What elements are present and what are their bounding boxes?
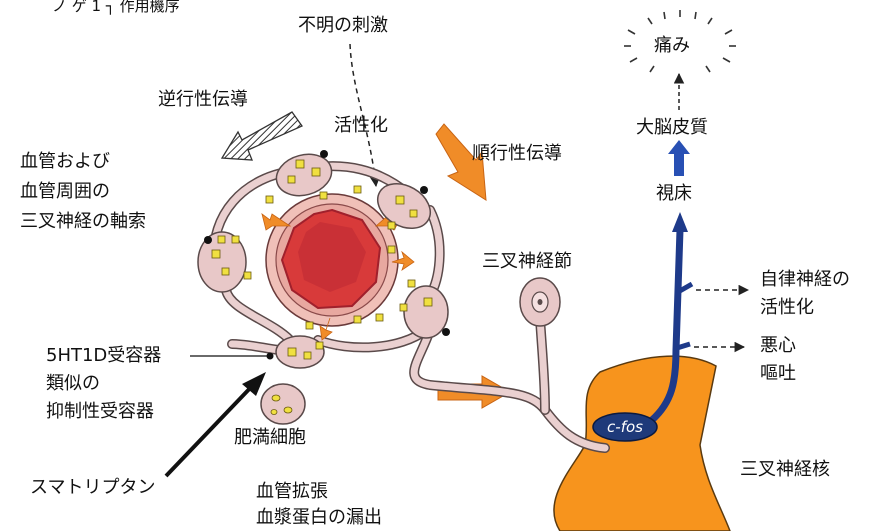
ganglion-nucleolus <box>538 299 543 305</box>
sumatriptan-label: スマトリプタン <box>30 476 155 500</box>
vascular-nerve-label-3: 三叉神経の軸索 <box>20 210 146 234</box>
vasodilation-label-1: 血管拡張 <box>256 480 328 504</box>
antidromic-label: 逆行性伝導 <box>158 88 248 112</box>
activation-label: 活性化 <box>334 114 388 138</box>
trigeminal-ganglion-label: 三叉神経節 <box>482 250 572 274</box>
mast-cell-label: 肥満細胞 <box>234 426 306 450</box>
autonomic-label-2: 活性化 <box>760 296 814 320</box>
orthodromic-label: 順行性伝導 <box>472 142 562 166</box>
thalamus-cortex-arrow-shaft <box>674 152 684 176</box>
pain-label: 痛み <box>654 34 690 58</box>
autonomic-label-1: 自律神経の <box>760 268 850 292</box>
pathway-arrowhead <box>672 212 688 232</box>
receptor-label-2: 類似の <box>46 372 100 396</box>
nausea-label-1: 悪心 <box>760 334 796 358</box>
vascular-nerve-label-1: 血管および <box>20 150 110 174</box>
vascular-nerve-label-2: 血管周囲の <box>20 180 110 204</box>
nausea-label-2: 嘔吐 <box>760 362 796 386</box>
antidromic-arrow <box>222 112 302 160</box>
thalamus-label: 視床 <box>656 182 692 206</box>
receptor-label-1: 5HT1D受容器 <box>46 344 161 368</box>
mast-cell <box>261 384 305 424</box>
cfos-label: c-fos <box>596 416 654 438</box>
vasodilation-label-2: 血漿蛋白の漏出 <box>256 506 382 530</box>
thalamus-cortex-arrow-head <box>668 140 690 154</box>
cerebral-cortex-label: 大脳皮質 <box>636 116 708 140</box>
receptor-label-3: 抑制性受容器 <box>46 400 154 424</box>
header-text: ノ ゲ 1 ┐ 作用機序 <box>52 0 180 18</box>
trigeminal-nucleus-label: 三叉神経核 <box>740 458 830 482</box>
unknown-stimulus-label: 不明の刺激 <box>298 14 388 38</box>
